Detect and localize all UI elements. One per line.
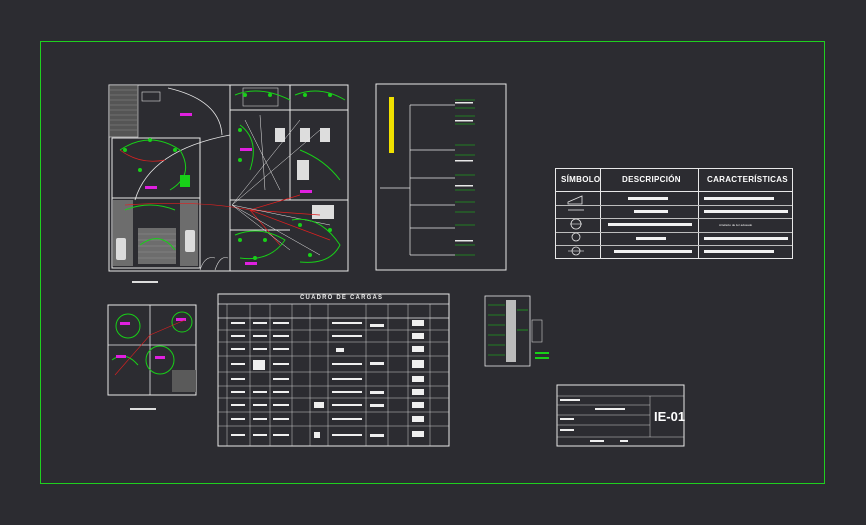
legend-row-divider	[556, 205, 792, 206]
legend-header-description: DESCRIPCIÓN	[622, 175, 681, 184]
legend-header-symbol: SÍMBOLO	[561, 175, 601, 184]
legend-column-divider	[698, 169, 699, 258]
legend-description-line	[636, 237, 666, 240]
panel-detail	[484, 295, 549, 367]
floor-plan-secondary	[107, 304, 197, 410]
legend-description-line	[608, 223, 692, 226]
sheet-code: IE-01	[654, 409, 686, 424]
legend-row-divider	[556, 245, 792, 246]
legend-characteristics-line	[704, 197, 774, 200]
floor-plan-main	[108, 84, 349, 283]
legend-description-line	[628, 197, 668, 200]
legend-characteristics-line	[704, 250, 774, 253]
load-table-title: CUADRO DE CARGAS	[300, 295, 384, 301]
legend-symbols	[567, 195, 584, 256]
legend-table: SÍMBOLO DESCRIPCIÓN CARACTERÍSTICAS Arte…	[555, 168, 793, 259]
drawing-sheet-border	[40, 41, 825, 484]
legend-description-line	[614, 250, 692, 253]
legend-row-divider	[556, 218, 792, 219]
legend-description-line	[634, 210, 668, 213]
legend-column-divider	[600, 169, 601, 258]
legend-characteristics-line	[704, 237, 788, 240]
legend-characteristics-line	[704, 210, 788, 213]
load-table-grid	[217, 293, 450, 447]
legend-header: SÍMBOLO DESCRIPCIÓN CARACTERÍSTICAS	[556, 169, 792, 192]
single-line-diagram	[375, 83, 507, 271]
legend-row-divider	[556, 232, 792, 233]
title-block-frame	[556, 384, 685, 447]
legend-header-characteristics: CARACTERÍSTICAS	[707, 175, 788, 184]
legend-row-note: Artefacto de luz adosado	[719, 223, 753, 227]
